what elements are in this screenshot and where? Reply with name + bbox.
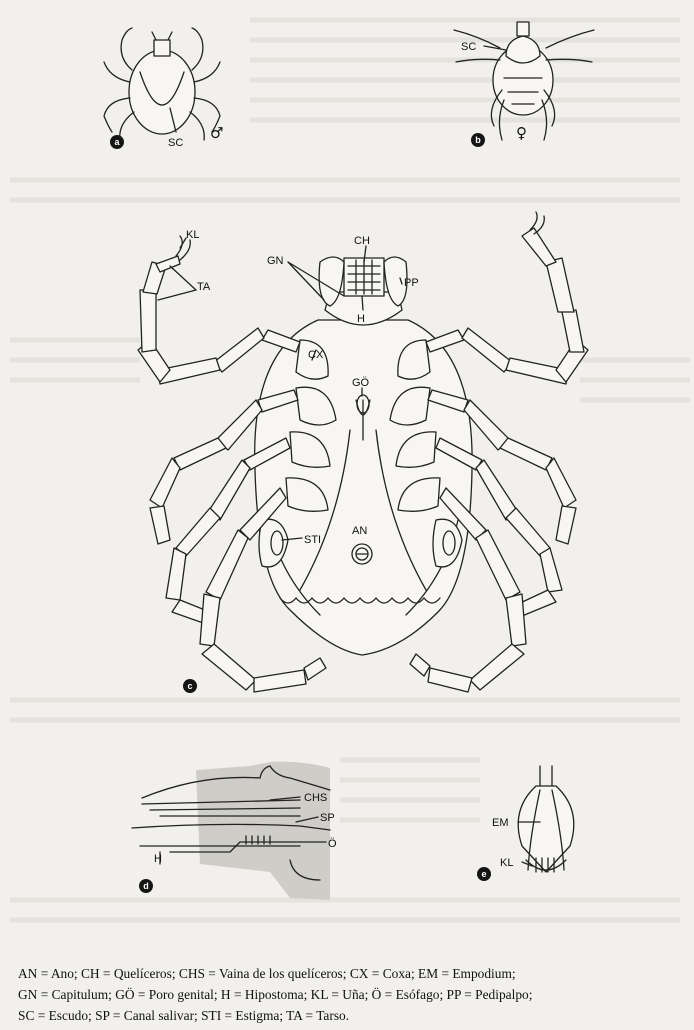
legend-line-3: SC = Escudo; SP = Canal salivar; STI = E… — [18, 1005, 690, 1026]
svg-text:d: d — [143, 881, 149, 891]
svg-text:e: e — [481, 869, 486, 879]
svg-text:c: c — [187, 681, 192, 691]
panel-c-ta-label: TA — [197, 281, 211, 293]
panel-d-h-label: H — [154, 853, 162, 865]
panel-c-pp-label: PP — [404, 277, 419, 289]
panel-c-h-label: H — [357, 313, 365, 325]
legend-line-2: GN = Capitulum; GÖ = Poro genital; H = H… — [18, 984, 690, 1005]
panel-a-badge: a — [110, 135, 124, 149]
panel-c-gn-label: GN — [267, 255, 284, 267]
panel-d-chs-label: CHS — [304, 792, 327, 804]
panel-b-badge: b — [471, 133, 485, 147]
panel-a-sc-label: SC — [168, 137, 183, 149]
panel-c-ch-label: CH — [354, 235, 370, 247]
panel-c-badge: c — [183, 679, 197, 693]
panel-c-an-label: AN — [352, 525, 367, 537]
legend: AN = Ano; CH = Quelíceros; CHS = Vaina d… — [18, 963, 690, 1026]
panel-c-ventral-tick: KL TA CH GN PP H CX GÖ AN STI c — [138, 212, 588, 693]
panel-d-badge: d — [139, 879, 153, 893]
panel-e-kl-label: KL — [500, 857, 513, 869]
panel-d-sp-label: SP — [320, 812, 335, 824]
panel-c-go-label: GÖ — [352, 377, 370, 389]
panel-a-male-tick: SC ♂ a — [104, 28, 223, 149]
panel-c-cx-label: CX — [308, 349, 324, 361]
panel-b-sc-label: SC — [461, 41, 476, 53]
legend-line-1: AN = Ano; CH = Quelíceros; CHS = Vaina d… — [18, 963, 690, 984]
panel-c-kl-label: KL — [186, 229, 199, 241]
female-symbol: ♀ — [516, 124, 527, 142]
panel-e-tarsus: EM KL e — [477, 766, 574, 881]
panel-d-capitulum-section: CHS SP Ö H d — [132, 762, 337, 900]
svg-text:b: b — [475, 135, 481, 145]
panel-c-sti-label: STI — [304, 534, 321, 546]
panel-d-o-label: Ö — [328, 838, 337, 850]
panel-e-em-label: EM — [492, 817, 509, 829]
male-symbol: ♂ — [210, 124, 223, 142]
panel-e-badge: e — [477, 867, 491, 881]
